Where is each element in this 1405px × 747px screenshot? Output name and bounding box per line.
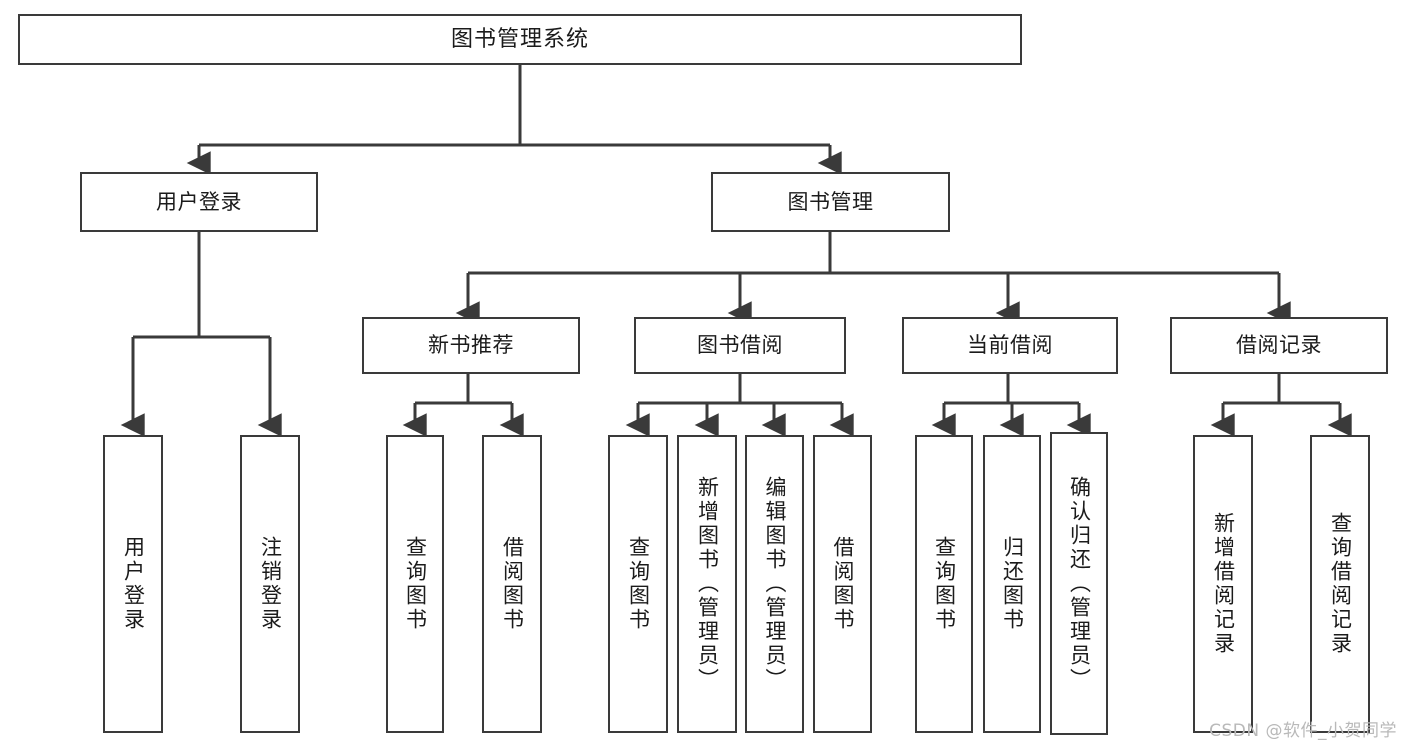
node-leaf-query-book-1[interactable]: 查询图书 xyxy=(386,435,444,733)
node-label: 借阅记录 xyxy=(1236,333,1322,358)
node-label: 查询图书 xyxy=(403,536,428,632)
node-label: 图书管理系统 xyxy=(450,26,589,52)
node-new-book-recommend[interactable]: 新书推荐 xyxy=(362,317,580,374)
node-label: 图书管理 xyxy=(787,189,874,214)
node-label: 编辑图书（管理员） xyxy=(763,476,787,692)
node-leaf-query-book-3[interactable]: 查询图书 xyxy=(915,435,973,733)
node-leaf-query-book-2[interactable]: 查询图书 xyxy=(608,435,668,733)
node-leaf-user-login[interactable]: 用户登录 xyxy=(103,435,163,733)
node-label: 借阅图书 xyxy=(500,536,525,632)
node-label: 查询借阅记录 xyxy=(1328,512,1353,656)
node-leaf-borrow-book-1[interactable]: 借阅图书 xyxy=(482,435,542,733)
node-label: 当前借阅 xyxy=(967,333,1053,358)
node-leaf-add-record[interactable]: 新增借阅记录 xyxy=(1193,435,1253,733)
node-label: 新增图书（管理员） xyxy=(695,476,720,692)
node-leaf-query-record[interactable]: 查询借阅记录 xyxy=(1310,435,1370,733)
node-leaf-edit-book[interactable]: 编辑图书（管理员） xyxy=(745,435,804,733)
node-label: 用户登录 xyxy=(121,536,146,632)
node-label: 图书借阅 xyxy=(697,333,783,358)
node-label: 注销登录 xyxy=(258,536,283,632)
node-book-borrow[interactable]: 图书借阅 xyxy=(634,317,846,374)
node-label: 借阅图书 xyxy=(831,536,855,632)
node-leaf-add-book[interactable]: 新增图书（管理员） xyxy=(677,435,737,733)
node-root-system[interactable]: 图书管理系统 xyxy=(18,14,1022,65)
node-label: 查询图书 xyxy=(932,536,957,632)
node-label: 查询图书 xyxy=(626,536,651,632)
node-leaf-borrow-book-2[interactable]: 借阅图书 xyxy=(813,435,872,733)
csdn-watermark: CSDN @软件_小贺同学 xyxy=(1209,721,1397,741)
node-user-login[interactable]: 用户登录 xyxy=(80,172,318,232)
node-label: 用户登录 xyxy=(156,189,242,214)
node-borrow-record[interactable]: 借阅记录 xyxy=(1170,317,1388,374)
node-label: 确认归还（管理员） xyxy=(1067,475,1092,692)
node-label: 归还图书 xyxy=(1000,536,1025,632)
node-leaf-logout-login[interactable]: 注销登录 xyxy=(240,435,300,733)
node-book-management[interactable]: 图书管理 xyxy=(711,172,950,232)
node-label: 新书推荐 xyxy=(428,333,514,358)
node-leaf-return-book[interactable]: 归还图书 xyxy=(983,435,1041,733)
node-leaf-confirm-return[interactable]: 确认归还（管理员） xyxy=(1050,432,1108,735)
node-label: 新增借阅记录 xyxy=(1211,512,1236,656)
node-current-borrow[interactable]: 当前借阅 xyxy=(902,317,1118,374)
